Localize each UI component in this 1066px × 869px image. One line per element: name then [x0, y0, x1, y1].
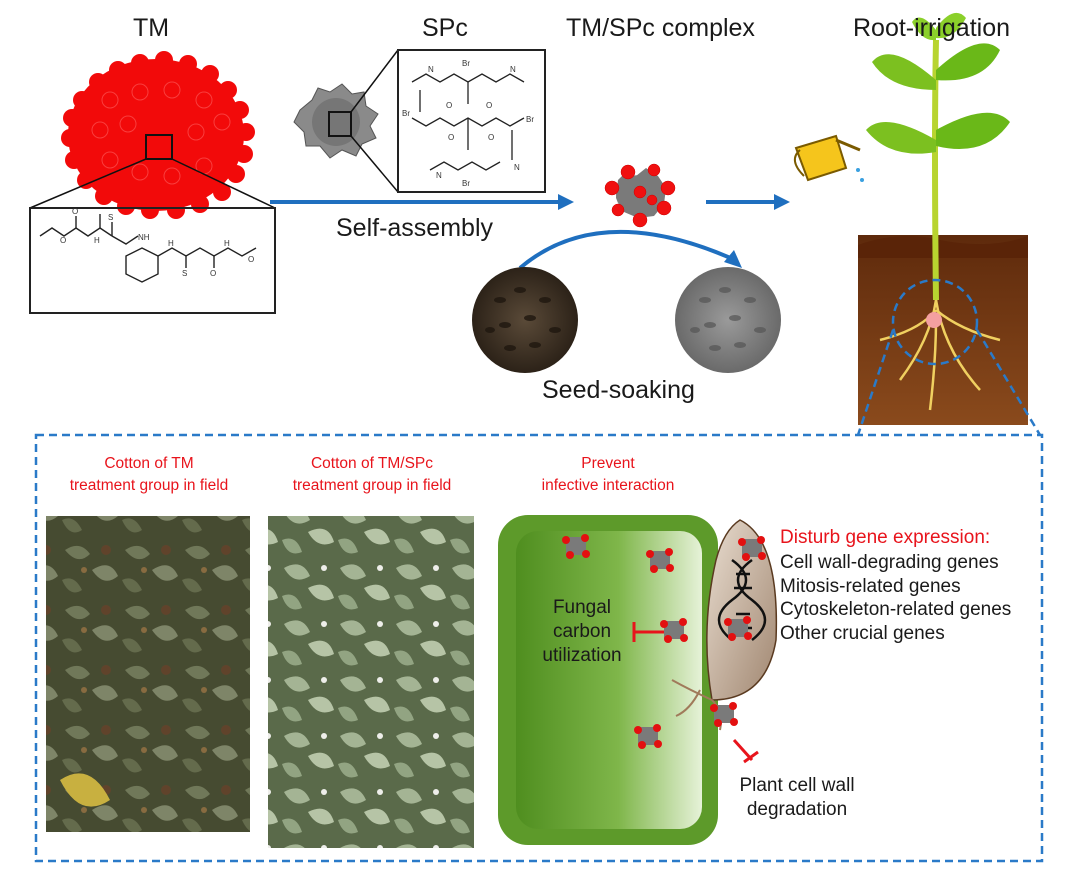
fungal-cell: [498, 515, 718, 845]
tm-field-caption: Cotton of TM treatment group in field: [69, 455, 229, 494]
svg-text:Br: Br: [462, 59, 470, 68]
svg-text:S: S: [108, 213, 113, 222]
untreated-seeds: [472, 267, 578, 373]
plant-wall-text: Plant cell wall degradation: [739, 775, 855, 820]
svg-text:Br: Br: [526, 115, 534, 124]
complex-particle: [604, 163, 676, 228]
inhibition-marker-fungal: [632, 622, 664, 642]
svg-text:S: S: [182, 269, 187, 278]
seed-soaking-label: Seed-soaking: [542, 376, 695, 404]
tm-sphere-texture: [91, 81, 231, 185]
svg-text:O: O: [448, 133, 454, 142]
svg-text:H: H: [94, 236, 100, 245]
plant-illustration: [858, 12, 1028, 425]
fungal-spore: [671, 519, 778, 731]
gene-item: Mitosis-related genes: [780, 575, 961, 597]
watering-can-icon: [793, 134, 864, 182]
irrigation-title: Root-irrigation: [853, 14, 1011, 42]
tm-field-photo: [46, 516, 250, 832]
prevent-caption: Prevent infective interaction: [541, 455, 675, 494]
svg-text:O: O: [488, 133, 494, 142]
complex-particles-small: [562, 534, 766, 749]
tm-molecule-structure: [29, 207, 276, 314]
tm-zoom-box: [145, 134, 173, 160]
svg-text:H: H: [168, 239, 174, 248]
inhibition-marker-wall: [732, 738, 759, 764]
gene-item: Cytoskeleton-related genes: [780, 599, 1012, 620]
seed-soaking-arrow: [518, 230, 736, 270]
svg-text:O: O: [486, 101, 492, 110]
svg-text:O: O: [446, 101, 452, 110]
tm-molecule-atoms: O S NH O H H S O H O: [60, 207, 254, 278]
svg-text:Br: Br: [462, 179, 470, 188]
svg-text:N: N: [436, 171, 442, 180]
svg-text:Br: Br: [402, 109, 410, 118]
tmspc-field-caption: Cotton of TM/SPc treatment group in fiel…: [292, 455, 452, 494]
gene-list: Cell wall-degrading genes Mitosis-relate…: [780, 551, 1011, 645]
gene-item: Other crucial genes: [780, 622, 945, 644]
treated-seeds: [675, 267, 781, 373]
tm-title: TM: [133, 14, 170, 42]
spc-zoom-box: [328, 111, 352, 137]
svg-text:H: H: [224, 239, 230, 248]
svg-text:O: O: [72, 207, 78, 216]
svg-text:NH: NH: [138, 233, 150, 242]
svg-text:N: N: [514, 163, 520, 172]
svg-text:O: O: [210, 269, 216, 278]
complex-title: TM/SPc complex: [566, 14, 755, 42]
spc-title: SPc: [422, 14, 468, 42]
disturb-title: Disturb gene expression:: [780, 527, 991, 548]
svg-text:O: O: [60, 236, 66, 245]
svg-text:N: N: [428, 65, 434, 74]
detail-frame: [34, 278, 1044, 863]
fungal-carbon-text: Fungal carbon utilization: [542, 597, 622, 666]
spc-molecule-structure: [397, 49, 546, 193]
spc-polymer-cluster: [293, 83, 379, 159]
gene-item: Cell wall-degrading genes: [780, 552, 999, 573]
svg-text:O: O: [248, 255, 254, 264]
svg-text:N: N: [510, 65, 516, 74]
self-assembly-label: Self-assembly: [336, 214, 493, 242]
tmspc-field-photo: [268, 516, 474, 848]
